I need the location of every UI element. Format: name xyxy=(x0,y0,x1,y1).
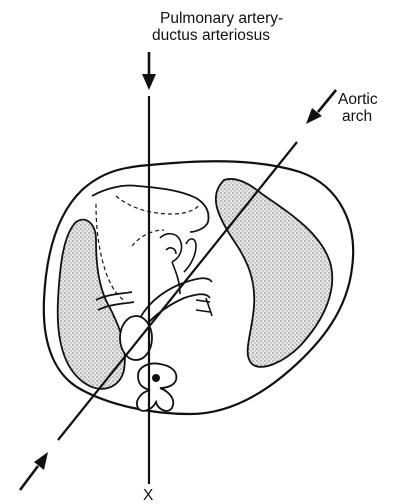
bottom-left-arrow-shaft xyxy=(20,466,38,490)
aortic-arrow-shaft xyxy=(318,90,336,112)
vertebra-canal xyxy=(152,374,160,382)
aortic-label-line2: arch xyxy=(342,108,372,125)
x-axis-mark: X xyxy=(143,487,154,504)
pulmonary-label-line2: ductus arteriosus xyxy=(152,27,270,44)
pulmonary-label-line1: Pulmonary artery- xyxy=(160,10,283,27)
descending-aorta xyxy=(120,316,152,360)
aortic-label-line1: Aortic xyxy=(338,91,378,108)
vertical-arrow-head xyxy=(142,74,156,90)
